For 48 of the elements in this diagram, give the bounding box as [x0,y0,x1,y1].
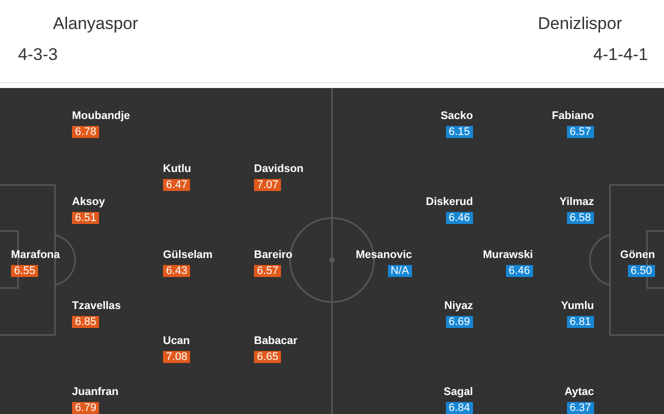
rating-badge: 6.79 [72,402,100,414]
rating-badge: 6.78 [72,126,100,138]
rating-badge: 6.57 [254,265,282,277]
rating-badge: 6.46 [446,212,473,224]
rating-badge: 6.65 [254,351,282,363]
player-name: Juanfran [72,386,118,399]
player-name: Sagal [444,386,473,399]
player-name: Aytac [564,386,594,399]
player-name: Diskerud [426,196,473,209]
player-name: Moubandje [72,110,130,123]
player-name: Yilmaz [560,196,594,209]
rating-badge: 6.46 [506,265,533,277]
rating-badge: N/A [388,265,412,277]
team-name: Alanyaspor [53,14,138,34]
rating-badge: 6.58 [566,212,594,224]
rating-badge: 6.81 [566,316,594,328]
player-name: Ucan [163,335,190,348]
formation-label: 4-1-4-1 [593,45,648,65]
player-name: Gönen [620,249,655,262]
player-name: Murawski [482,249,533,262]
rating-badge: 6.85 [72,316,100,328]
rating-badge: 6.50 [628,265,655,277]
rating-badge: 6.37 [566,402,594,414]
rating-badge: 6.15 [446,126,473,138]
player-name: Gülselam [163,249,213,262]
rating-badge: 6.43 [163,265,190,277]
rating-badge: 6.69 [446,316,473,328]
rating-badge: 7.07 [254,179,282,191]
player-name: Mesanovic [356,249,412,262]
player-name: Aksoy [72,196,106,209]
rating-badge: 6.84 [446,402,473,414]
rating-badge: 6.55 [11,265,38,277]
formation-label: 4-3-3 [18,45,58,65]
player-name: Fabiano [552,110,594,123]
player-name: Kutlu [163,163,192,176]
team-name: Denizlispor [538,14,622,34]
player-name: Davidson [254,163,304,176]
player-name: Tzavellas [72,300,121,313]
player-name: Yumlu [560,300,594,313]
player-name: Bareiro [254,249,293,262]
player-name: Babacar [254,335,298,348]
rating-badge: 6.47 [163,179,190,191]
rating-badge: 7.08 [163,351,190,363]
player-name: Sacko [440,110,473,123]
player-name: Marafona [11,249,60,262]
player-name: Niyaz [444,300,473,313]
rating-badge: 6.51 [72,212,100,224]
rating-badge: 6.57 [566,126,594,138]
